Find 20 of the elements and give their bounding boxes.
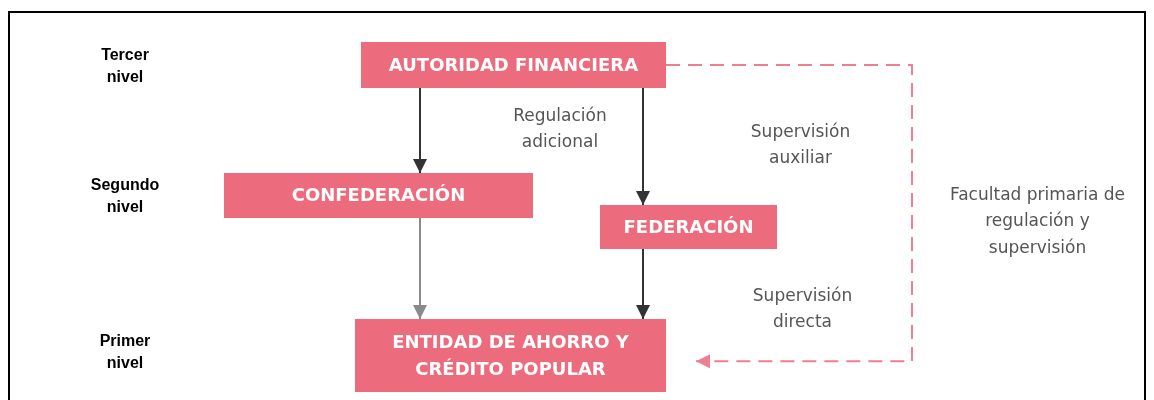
level-label: Primer nivel bbox=[98, 331, 152, 374]
process-box bbox=[224, 173, 533, 218]
arrow bbox=[636, 248, 650, 320]
annotation-text: Regulación adicional bbox=[512, 104, 608, 154]
annotation-text: Supervisión directa bbox=[751, 284, 854, 334]
box-label: CONFEDERACIÓN bbox=[291, 183, 466, 208]
annotation-text: Facultad primaria de regulación y supervisión bbox=[949, 183, 1126, 259]
process-box bbox=[355, 319, 666, 392]
annotation-text: Supervisión auxiliar bbox=[749, 120, 852, 170]
dashed-arrow bbox=[665, 64, 913, 369]
process-box bbox=[600, 205, 777, 249]
box-label: AUTORIDAD FINANCIERA bbox=[388, 52, 639, 77]
level-label: Segundo nivel bbox=[89, 175, 161, 218]
arrow bbox=[413, 217, 427, 320]
arrow bbox=[413, 87, 427, 174]
level-label: Tercer nivel bbox=[100, 45, 150, 88]
process-box bbox=[361, 42, 666, 88]
box-label: FEDERACIÓN bbox=[623, 214, 754, 239]
arrow bbox=[636, 87, 650, 206]
box-label: ENTIDAD DE AHORRO Y CRÉDITO POPULAR bbox=[391, 330, 630, 381]
